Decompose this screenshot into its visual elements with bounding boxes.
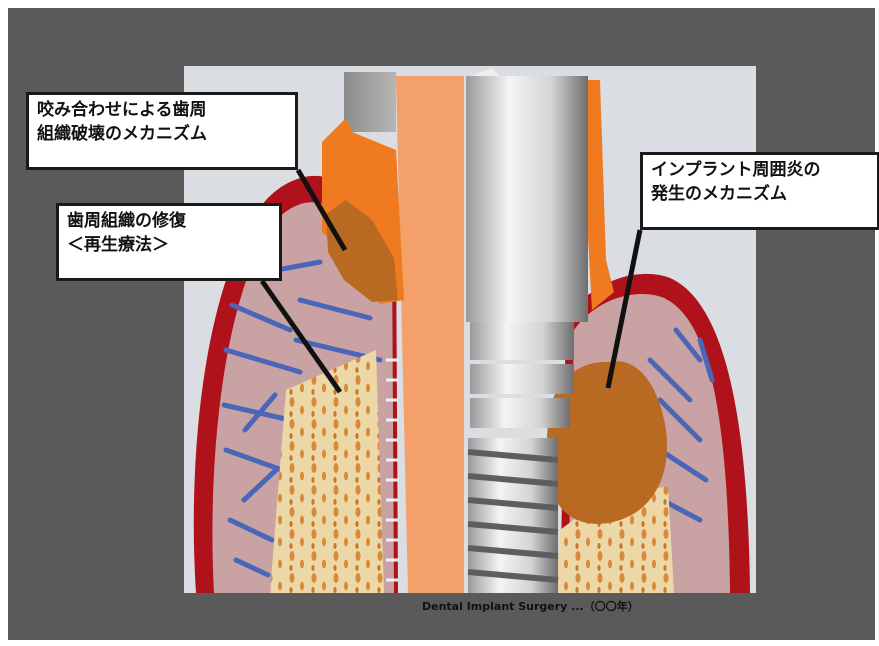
label-peri-line2: 発生のメカニズム xyxy=(651,182,869,206)
label-peri-implantitis: インプラント周囲炎の 発生のメカニズム xyxy=(640,152,879,230)
label-peri-line1: インプラント周囲炎の xyxy=(651,158,869,182)
label-occlusal-line2: 組織破壊のメカニズム xyxy=(37,122,287,146)
natural-tooth-root xyxy=(396,76,464,593)
source-caption: Dental Implant Surgery ...（〇〇年） xyxy=(422,598,639,614)
crown-abutment xyxy=(344,72,396,132)
label-occlusal-line1: 咬み合わせによる歯周 xyxy=(37,98,287,122)
label-periodontal-repair: 歯周組織の修復 ＜再生療法＞ xyxy=(56,203,282,281)
label-repair-line1: 歯周組織の修復 xyxy=(67,209,271,233)
label-repair-line2: ＜再生療法＞ xyxy=(67,233,271,257)
label-occlusal-mechanism: 咬み合わせによる歯周 組織破壊のメカニズム xyxy=(26,92,298,170)
